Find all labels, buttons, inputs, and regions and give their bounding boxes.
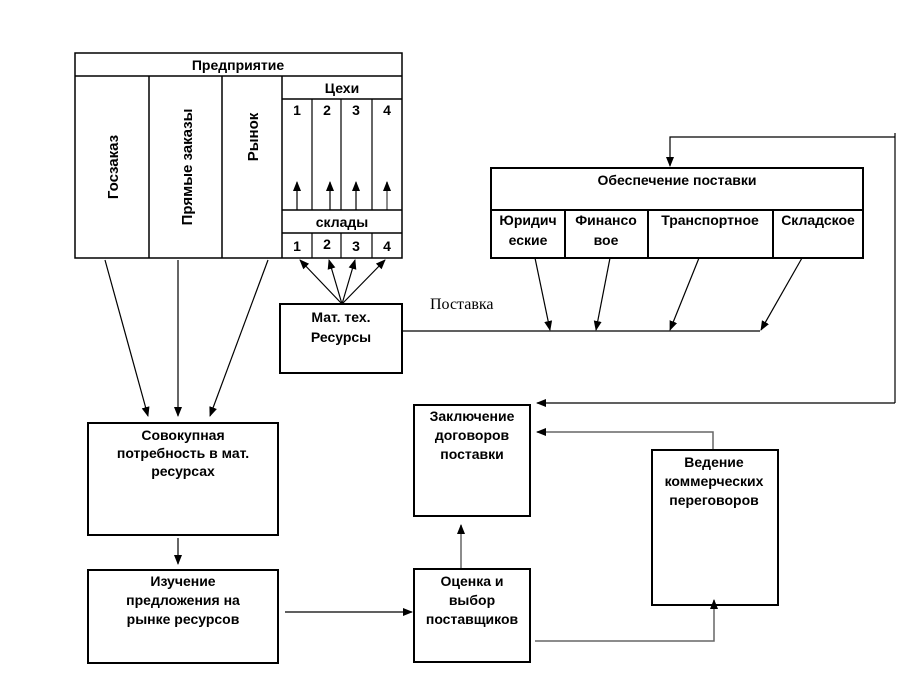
column-goszakaz: Госзаказ bbox=[105, 135, 122, 199]
workshop-number: 3 bbox=[352, 102, 360, 118]
total-need-label: Совокупная bbox=[141, 427, 224, 443]
workshops-title: Цехи bbox=[325, 80, 359, 96]
total-need-label: потребность в мат. bbox=[117, 445, 249, 461]
workshop-number: 2 bbox=[323, 102, 331, 118]
support-transport: Транспортное bbox=[661, 212, 759, 228]
contracts-box: Заключение договоров поставки bbox=[413, 404, 531, 517]
support-financial: вое bbox=[594, 232, 619, 248]
warehouse-number: 2 bbox=[323, 236, 331, 252]
workshop-number: 4 bbox=[383, 102, 391, 118]
arrow-transport-to-delivery bbox=[669, 257, 700, 331]
supplier-selection-label: Оценка и bbox=[440, 573, 503, 589]
arrow-resources-to-warehouse bbox=[299, 259, 343, 305]
supplier-selection-label: поставщиков bbox=[426, 611, 519, 627]
resources-label-line: Мат. тех. bbox=[311, 309, 370, 325]
arrow-legal-to-delivery bbox=[534, 257, 553, 331]
supplier-selection-box: Оценка и выбор поставщиков bbox=[413, 568, 531, 663]
workshop-number: 1 bbox=[293, 102, 301, 118]
enterprise-title: Предприятие bbox=[192, 57, 285, 73]
arrow-storage-to-delivery bbox=[760, 257, 803, 331]
market-study-label: Изучение bbox=[150, 573, 215, 589]
column-market: Рынок bbox=[245, 112, 262, 161]
arrow-resources-to-warehouse bbox=[327, 259, 343, 305]
contracts-label: договоров bbox=[435, 427, 510, 443]
arrow-loop-to-supply-support bbox=[666, 136, 895, 167]
arrow-resources-to-warehouse bbox=[341, 259, 386, 305]
total-need-label: ресурсах bbox=[151, 463, 215, 479]
warehouse-number: 4 bbox=[383, 238, 391, 254]
enterprise-block: Предприятие Госзаказ Прямые заказы Рынок… bbox=[74, 52, 403, 259]
contracts-label: Заключение bbox=[430, 408, 515, 424]
support-warehouse: Складское bbox=[781, 212, 855, 228]
arrow-resources-to-warehouse bbox=[341, 259, 357, 305]
arrow-goszakaz-to-need bbox=[104, 259, 150, 417]
column-direct-orders: Прямые заказы bbox=[179, 109, 196, 226]
arrow-selection-to-negotiations bbox=[535, 599, 718, 642]
warehouses-title: склады bbox=[316, 214, 369, 230]
total-need-box: Совокупная потребность в мат. ресурсах bbox=[87, 422, 279, 536]
arrow-financial-to-delivery bbox=[593, 257, 611, 331]
support-legal: Юридич bbox=[499, 212, 556, 228]
negotiations-label: коммерческих bbox=[665, 473, 764, 489]
market-study-label: рынке ресурсов bbox=[127, 611, 240, 627]
resources-label-line: Ресурсы bbox=[311, 329, 371, 345]
supply-support-block: Обеспечение поставки Юридич еские Финанс… bbox=[490, 167, 864, 259]
negotiations-label: Ведение bbox=[684, 454, 744, 470]
contracts-label: поставки bbox=[440, 446, 503, 462]
enterprise-frame bbox=[74, 52, 403, 259]
supplier-selection-label: выбор bbox=[449, 592, 495, 608]
warehouse-number: 3 bbox=[352, 238, 360, 254]
warehouse-number: 1 bbox=[293, 238, 301, 254]
resources-box: Мат. тех. Ресурсы bbox=[279, 303, 403, 374]
arrow-negotiations-to-contracts bbox=[536, 428, 714, 449]
negotiations-label: переговоров bbox=[669, 492, 759, 508]
support-legal: еские bbox=[509, 232, 548, 248]
supply-support-title: Обеспечение поставки bbox=[598, 172, 757, 188]
support-financial: Финансо bbox=[575, 212, 637, 228]
market-study-box: Изучение предложения на рынке ресурсов bbox=[87, 569, 279, 664]
negotiations-box: Ведение коммерческих переговоров bbox=[651, 449, 779, 606]
delivery-label: Поставка bbox=[430, 296, 494, 313]
arrow-market-to-need bbox=[209, 259, 269, 417]
market-study-label: предложения на bbox=[126, 592, 240, 608]
